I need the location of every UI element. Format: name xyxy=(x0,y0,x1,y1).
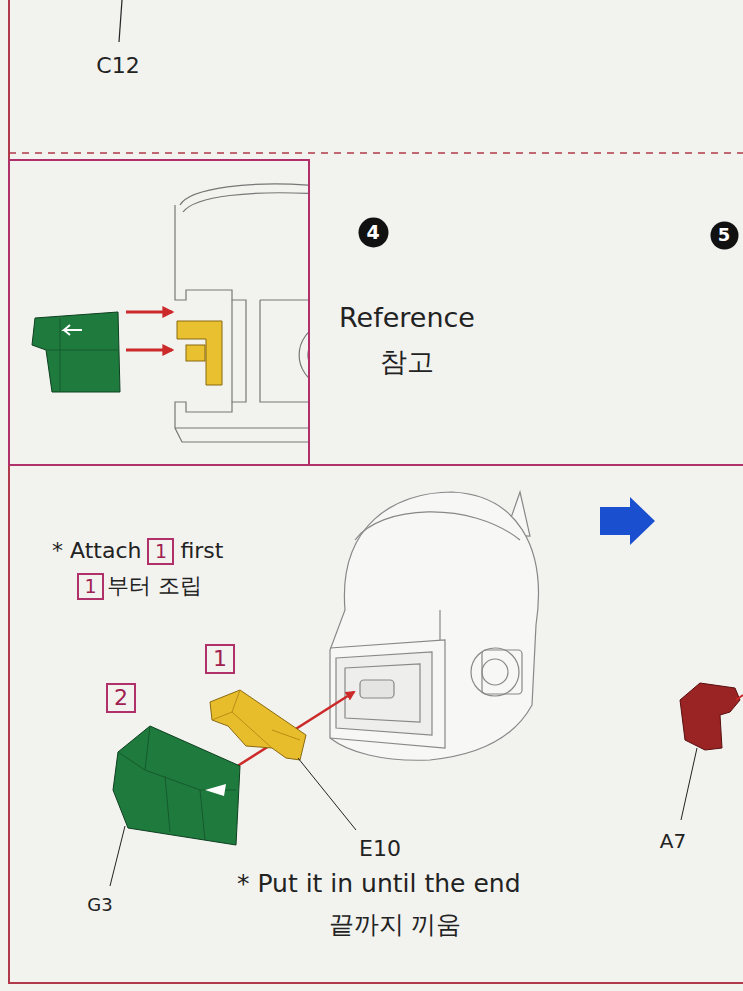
part-number: C12 xyxy=(96,53,139,78)
frame-line xyxy=(8,0,10,984)
helmet-drawing xyxy=(330,492,538,760)
frame-line xyxy=(9,464,743,466)
callout-number: 2 xyxy=(106,683,136,713)
yellow-part xyxy=(186,345,205,361)
heading-text: Reference xyxy=(339,302,475,333)
heading-text: 참고 xyxy=(380,346,434,377)
part-number: A7 xyxy=(660,830,686,853)
step-number: 4 xyxy=(358,217,389,248)
note-text: * Put it in until the end xyxy=(237,870,521,899)
green-part xyxy=(32,312,120,392)
callout-number-text: 1 xyxy=(155,542,167,561)
leader-line xyxy=(119,0,122,42)
callout-number-text: 2 xyxy=(114,687,128,709)
callout-number-text: 1 xyxy=(213,648,227,670)
insert-arrow xyxy=(126,349,172,352)
callout-number: 1 xyxy=(147,538,174,565)
part-e10 xyxy=(210,690,306,760)
circle-fill xyxy=(358,217,388,247)
step-number-text: 5 xyxy=(718,226,731,244)
frame-line xyxy=(9,982,743,984)
reference-panel xyxy=(9,160,309,465)
step-number-text: 4 xyxy=(366,223,379,242)
circle-fill xyxy=(710,221,738,249)
step-number: 5 xyxy=(710,221,739,250)
leader-line xyxy=(110,826,125,886)
insert-arrow xyxy=(736,695,743,700)
callout-number: 1 xyxy=(77,573,104,600)
note-text: 부터 조립 xyxy=(107,573,202,598)
yellow-part xyxy=(177,321,222,385)
direction-arrow xyxy=(64,325,82,335)
leader-line xyxy=(298,758,356,830)
part-g3 xyxy=(113,726,240,845)
part-number: G3 xyxy=(87,895,112,916)
note-text: 끝까지 끼움 xyxy=(329,911,462,940)
reference-sketch xyxy=(175,184,308,442)
part-number: E10 xyxy=(359,836,401,861)
callout-number-text: 1 xyxy=(84,577,96,596)
callout-number: 1 xyxy=(205,644,235,674)
part-a7 xyxy=(680,683,740,750)
note-text: first xyxy=(180,538,223,563)
insert-arrow xyxy=(126,311,172,314)
leader-line xyxy=(681,748,697,820)
section-divider xyxy=(9,152,743,154)
note-text: * Attach xyxy=(52,538,141,563)
next-arrow xyxy=(600,497,655,545)
